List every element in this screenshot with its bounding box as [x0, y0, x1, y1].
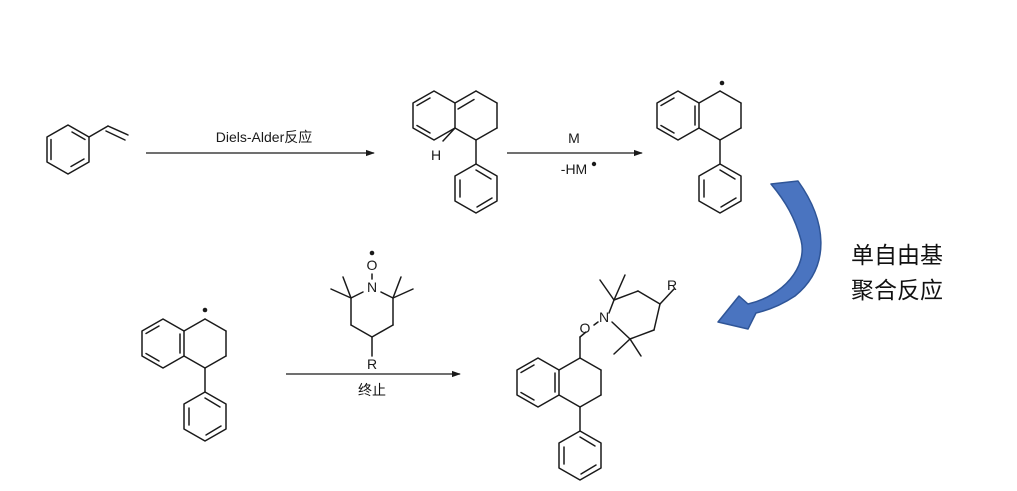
hydrogen-label: H [431, 147, 441, 163]
product-o-label: O [580, 320, 591, 336]
polymerization-cycle-arrow [717, 180, 822, 330]
termination-product: O N R [516, 274, 677, 481]
reagent-m-label: M [568, 130, 580, 146]
cycle-label-line2: 聚合反应 [851, 278, 943, 304]
diels-alder-label: Diels-Alder反应 [216, 129, 312, 145]
tempo-n-label: N [367, 279, 377, 295]
minus-hm-label: -HM [561, 161, 587, 177]
product-r-label: R [667, 277, 677, 293]
styrene-molecule [46, 124, 129, 175]
termination-arrow: 终止 [286, 370, 461, 399]
tempo-r-label: R [367, 356, 377, 372]
cycle-label-line1: 单自由基 [851, 243, 943, 269]
termination-label: 终止 [358, 383, 386, 399]
nitroxide-radical-dot [369, 250, 375, 256]
tempo-reagent: N O R [330, 250, 414, 372]
radical-dot [202, 307, 208, 313]
hydrogen-transfer-arrow: M -HM [507, 130, 643, 177]
radical-intermediate-bottom [141, 307, 227, 442]
diels-alder-arrow: Diels-Alder反应 [146, 129, 375, 157]
product-n-label: N [599, 309, 609, 325]
tempo-o-label: O [367, 257, 378, 273]
radical-intermediate-top [656, 80, 742, 214]
hm-radical-dot [591, 161, 597, 167]
diels-alder-adduct: H [412, 90, 498, 214]
radical-dot [719, 80, 725, 86]
